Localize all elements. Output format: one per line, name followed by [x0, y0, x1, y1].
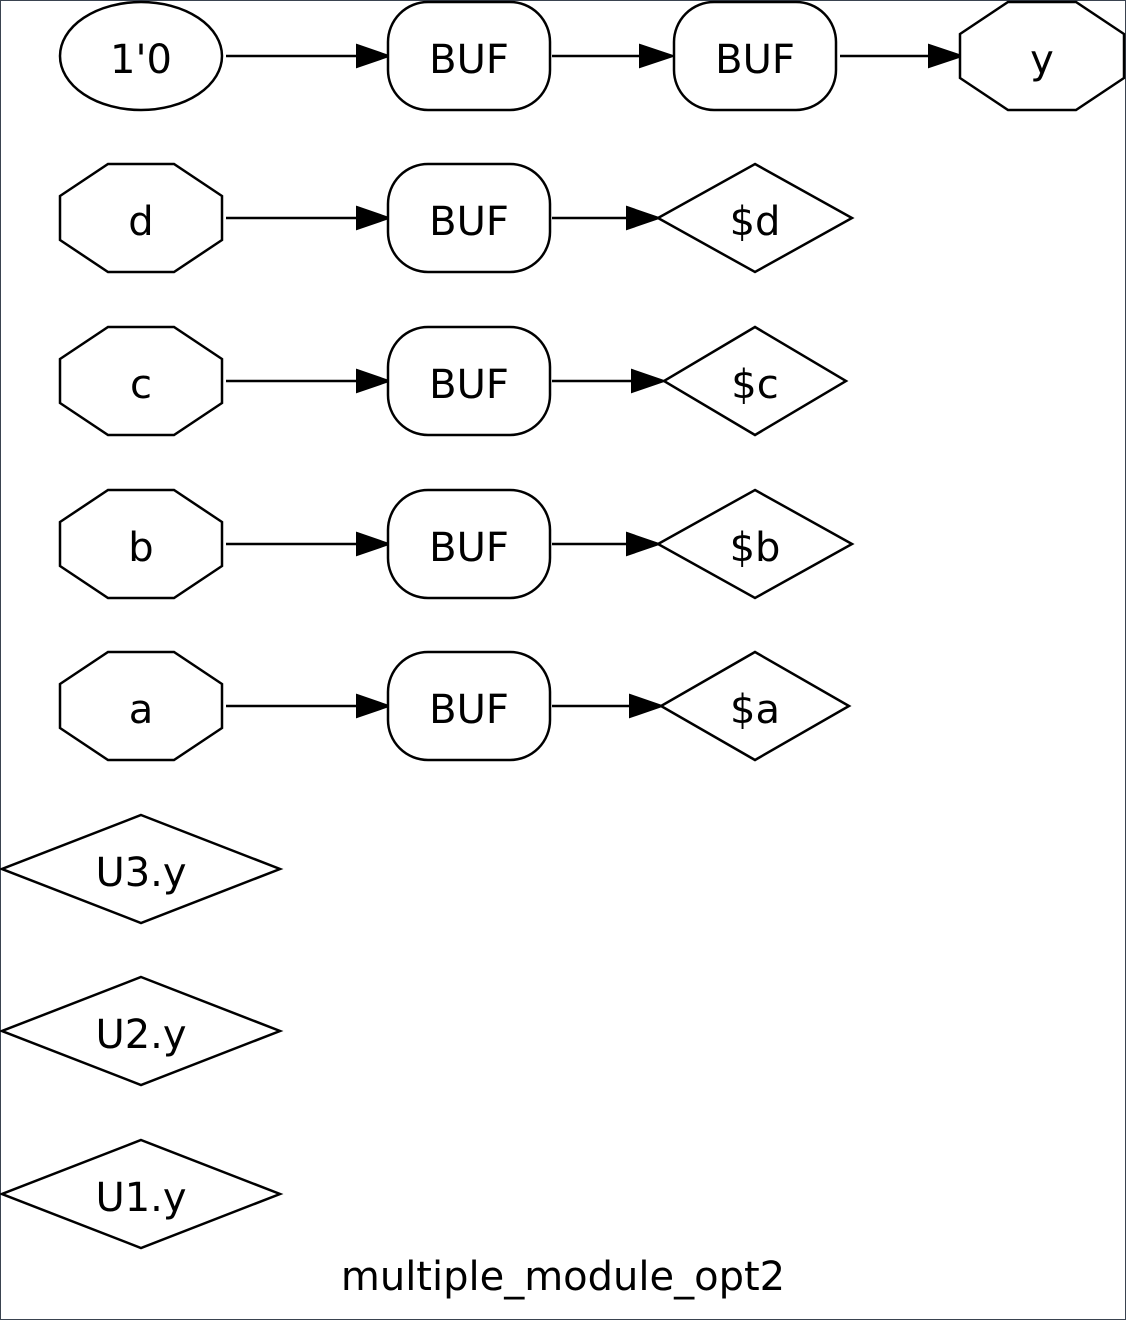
node-y: y: [958, 0, 1126, 112]
node-u2: U2.y: [0, 975, 284, 1087]
node-const: 1'0: [58, 0, 224, 112]
arrowhead-buf-sc: [631, 368, 668, 394]
node-b-label: b: [128, 525, 153, 571]
node-d-label: d: [128, 199, 153, 245]
arrowhead-b-buf: [356, 531, 393, 557]
node-buf-b-label: BUF: [429, 525, 509, 571]
node-y-label: y: [1030, 37, 1054, 83]
node-sd: $d: [655, 162, 855, 274]
node-b: b: [58, 488, 224, 600]
node-sa-label: $a: [730, 687, 780, 733]
arrowhead-const-buf: [356, 43, 393, 69]
node-buf-y1-label: BUF: [429, 37, 509, 83]
node-buf-y1: BUF: [386, 0, 552, 112]
node-c-label: c: [130, 362, 152, 408]
node-buf-a-label: BUF: [429, 687, 509, 733]
diagram-title: multiple_module_opt2: [341, 1254, 785, 1300]
arrowhead-buf-y: [928, 43, 966, 69]
node-d: d: [58, 162, 224, 274]
node-sb-label: $b: [730, 525, 781, 571]
node-buf-b: BUF: [386, 488, 552, 600]
node-c: c: [58, 325, 224, 437]
node-u1: U1.y: [0, 1138, 284, 1250]
node-a-label: a: [129, 687, 154, 733]
node-const-label: 1'0: [110, 37, 172, 83]
arrowhead-c-buf: [356, 368, 393, 394]
node-u2-label: U2.y: [95, 1012, 186, 1058]
node-sc-label: $c: [731, 362, 778, 408]
arrowhead-buf-buf: [639, 43, 677, 69]
arrowhead-buf-sa: [629, 693, 666, 719]
arrowhead-buf-sd: [626, 205, 663, 231]
arrowhead-d-buf: [356, 205, 393, 231]
node-sa: $a: [658, 650, 852, 762]
edges: [226, 43, 966, 719]
node-sd-label: $d: [730, 199, 781, 245]
node-buf-d: BUF: [386, 162, 552, 274]
node-a: a: [58, 650, 224, 762]
arrowhead-buf-sb: [626, 531, 663, 557]
node-buf-c: BUF: [386, 325, 552, 437]
node-buf-d-label: BUF: [429, 199, 509, 245]
node-buf-y2-label: BUF: [715, 37, 795, 83]
node-u1-label: U1.y: [95, 1175, 186, 1221]
node-u3: U3.y: [0, 813, 284, 925]
node-sb: $b: [655, 488, 855, 600]
node-buf-c-label: BUF: [429, 362, 509, 408]
node-buf-y2: BUF: [672, 0, 838, 112]
arrowhead-a-buf: [356, 693, 393, 719]
node-sc: $c: [661, 325, 849, 437]
node-buf-a: BUF: [386, 650, 552, 762]
node-u3-label: U3.y: [95, 850, 186, 896]
